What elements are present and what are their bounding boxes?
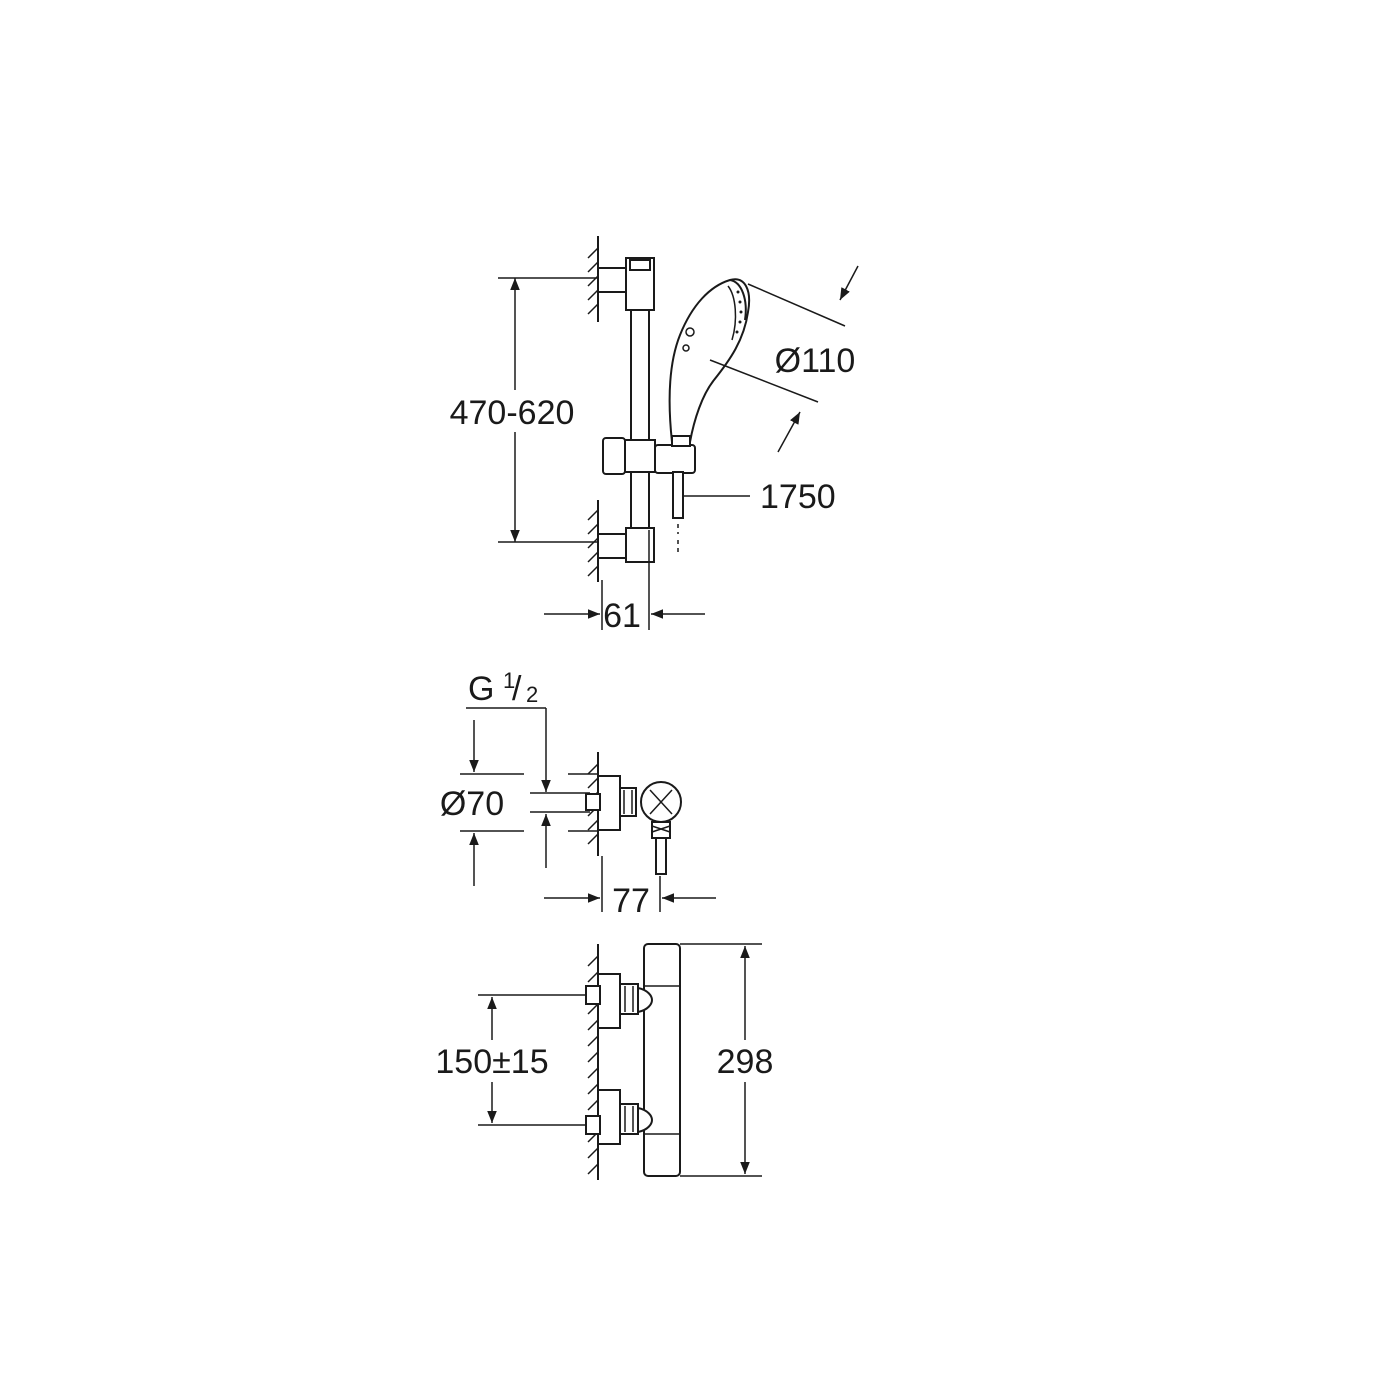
wall-hatch-bottom [587,500,599,582]
thread-letter: G [468,670,494,708]
rail-height-label: 470-620 [450,394,575,432]
valve-depth-label: 77 [612,882,650,920]
wall-hatch-top [587,236,599,322]
valve-height-label: 298 [717,1043,774,1081]
thermostat-side-view: 150±15 298 [435,943,774,1180]
wall-hatch-bottom-view [587,944,599,1180]
rosette-diameter-dimension: Ø70 [440,720,598,886]
rail-depth-label: 61 [603,597,641,635]
slide-rail [630,309,650,529]
valve-side-view: G 1 / 2 Ø70 77 [440,668,716,920]
hand-shower [668,278,750,552]
rail-depth-dimension: 61 [544,530,705,635]
upper-inlet [585,973,654,1029]
thread-numerator: 1 [503,668,515,693]
head-diameter-dimension: Ø110 [709,265,859,453]
lower-inlet [585,1089,654,1145]
top-bracket [597,257,655,311]
bottom-bracket [597,527,655,563]
inlet-spacing-label: 150±15 [435,1043,548,1081]
valve-connector [585,775,682,875]
hose-length-label: 1750 [760,478,836,516]
thread-dimension: G 1 / 2 [466,668,551,868]
shower-rail-view: 470-620 Ø110 1750 61 [450,236,859,635]
hose-length-dimension: 1750 [683,478,836,516]
rail-height-dimension: 470-620 [450,277,598,543]
thread-slash: / [512,670,522,708]
thermostat-body [643,943,681,1177]
thread-denominator: 2 [526,682,538,707]
inlet-spacing-dimension: 150±15 [435,994,586,1126]
head-diameter-label: Ø110 [775,342,856,380]
valve-height-dimension: 298 [680,943,774,1177]
valve-depth-dimension: 77 [544,856,716,920]
rosette-diameter-label: Ø70 [440,785,504,823]
